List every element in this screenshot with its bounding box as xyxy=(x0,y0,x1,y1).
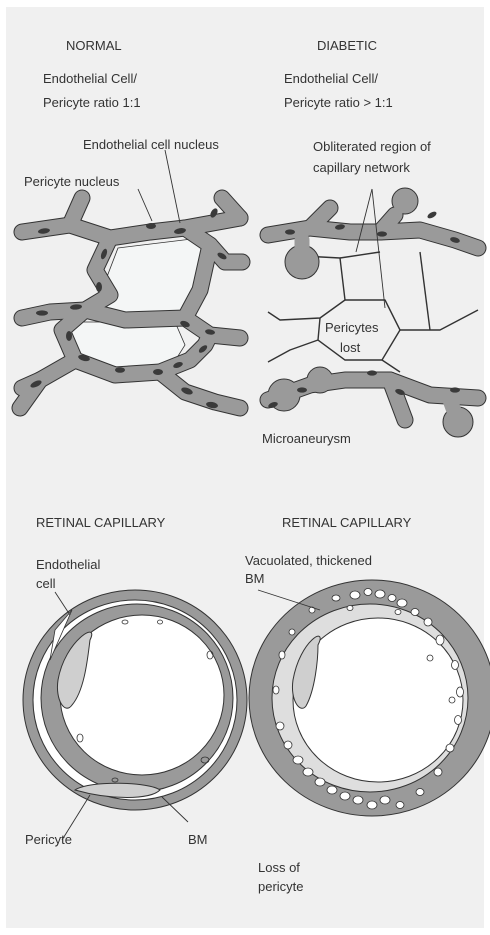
microaneurysm-label: Microaneurysm xyxy=(262,431,351,447)
diabetic-ratio-line1: Endothelial Cell/ xyxy=(284,71,378,87)
bm-label: BM xyxy=(188,832,208,848)
obliterated-line1: Obliterated region of xyxy=(313,139,431,155)
endothelial-cell-line1: Endothelial xyxy=(36,557,100,573)
vacuolated-line1: Vacuolated, thickened xyxy=(245,553,372,569)
normal-title: NORMAL xyxy=(66,38,122,54)
normal-ratio-line2: Pericyte ratio 1:1 xyxy=(43,95,141,111)
normal-ratio-line1: Endothelial Cell/ xyxy=(43,71,137,87)
normal-retinal-title: RETINAL CAPILLARY xyxy=(36,515,165,531)
diabetic-ratio-line2: Pericyte ratio > 1:1 xyxy=(284,95,393,111)
obliterated-line2: capillary network xyxy=(313,160,410,176)
pericytes-lost-line1: Pericytes xyxy=(325,320,378,336)
pericyte-nucleus-label: Pericyte nucleus xyxy=(24,174,119,190)
diabetic-capillary-cross-section xyxy=(249,580,490,816)
endothelial-cell-line2: cell xyxy=(36,576,56,592)
pericyte-label: Pericyte xyxy=(25,832,72,848)
loss-of-pericyte-line1: Loss of xyxy=(258,860,300,876)
normal-capillary-cross-section xyxy=(23,590,247,840)
loss-of-pericyte-line2: pericyte xyxy=(258,879,304,895)
diabetic-retinal-title: RETINAL CAPILLARY xyxy=(282,515,411,531)
pericytes-lost-line2: lost xyxy=(340,340,360,356)
endothelial-nucleus-label: Endothelial cell nucleus xyxy=(83,137,219,153)
vacuolated-line2: BM xyxy=(245,571,265,587)
diabetic-title: DIABETIC xyxy=(317,38,377,54)
diabetic-capillary-network xyxy=(267,188,478,437)
